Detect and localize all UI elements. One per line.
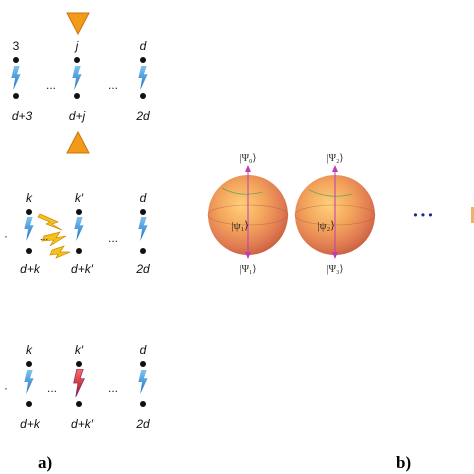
row1-bottom-label-1: d+3	[12, 109, 33, 123]
row2-ellipsis-1: ...	[40, 232, 48, 243]
row1-bottom-node-2	[74, 93, 80, 99]
row1-ellipsis-1: ...	[46, 78, 56, 92]
row1-bottom-node-3	[140, 93, 146, 99]
sphere2-center-ket: |ψ₂⟩	[317, 220, 334, 232]
partial-sphere-edge	[471, 207, 474, 223]
row3-bottom-label-3: 2d	[135, 417, 150, 431]
sphere1-center-ket: |ψ₁⟩	[231, 220, 248, 232]
row3-ellipsis-left: ·	[4, 381, 8, 395]
sphere-trajectory	[308, 189, 353, 197]
row2-top-label-3: d	[140, 191, 147, 205]
row2-ellipsis-2: ...	[108, 231, 118, 245]
row1-top-label-1: 3	[13, 39, 20, 53]
lightning-bolt-icon	[138, 370, 148, 394]
arrowhead-icon	[245, 252, 251, 259]
row3-ellipsis-1: ...	[47, 381, 57, 395]
panel-b-label: b)	[396, 453, 411, 472]
row3-group: k k′ d · ... ... d+k d+k′ 2d	[4, 343, 150, 431]
sphere-trajectory	[221, 187, 263, 195]
row2-top-node-2	[76, 209, 82, 215]
row3-top-label-3: d	[140, 343, 147, 357]
lightning-bolt-icon	[49, 245, 71, 259]
row3-bottom-node-1	[26, 401, 32, 407]
lightning-bolt-icon	[37, 213, 63, 231]
sphere1-top-ket: |Ψ₀⟩	[240, 153, 257, 164]
row3-bottom-label-1: d+k	[20, 417, 41, 431]
row2-group: k k′ d · ... ... d+k d+k′ 2d	[4, 191, 150, 276]
row2-top-label-1: k	[26, 191, 33, 205]
lightning-bolt-icon	[138, 66, 148, 90]
arrowhead-icon	[332, 165, 338, 172]
row1-group: 3 j d ... ... d+3 d+j 2d	[11, 12, 150, 154]
sphere2-top-ket: |Ψ₂⟩	[327, 153, 344, 164]
row2-bottom-label-2: d+k′	[71, 262, 94, 276]
lightning-bolt-icon	[24, 370, 34, 394]
row1-top-label-3: d	[140, 39, 147, 53]
row2-bottom-label-3: 2d	[135, 262, 150, 276]
arrowhead-icon	[245, 165, 251, 172]
row3-ellipsis-2: ...	[108, 381, 118, 395]
row2-top-node-3	[140, 209, 146, 215]
row2-bottom-node-1	[26, 248, 32, 254]
row1-top-node-3	[140, 57, 146, 63]
sphere2-bottom-ket: |Ψ₃⟩	[327, 264, 344, 275]
row3-top-label-1: k	[26, 343, 33, 357]
row2-ellipsis-left: ·	[4, 229, 8, 243]
sphere-ellipsis: • • •	[413, 208, 432, 222]
sphere1-bottom-ket: |Ψ₁⟩	[240, 264, 257, 275]
triangle-up-icon	[66, 130, 90, 154]
lightning-bolt-icon	[72, 66, 82, 90]
row2-bottom-node-2	[76, 248, 82, 254]
row3-top-label-2: k′	[75, 343, 84, 357]
bloch-sphere-2: |Ψ₂⟩ |ψ₂⟩ |Ψ₃⟩	[294, 153, 376, 275]
lightning-bolt-icon	[138, 217, 148, 241]
lightning-bolt-icon	[11, 66, 21, 90]
row3-top-node-2	[76, 361, 82, 367]
row1-top-node-2	[74, 57, 80, 63]
row1-top-node-1	[13, 57, 19, 63]
lightning-bolt-icon	[24, 217, 34, 241]
row3-top-node-3	[140, 361, 146, 367]
lightning-bolt-icon	[74, 217, 84, 241]
triangle-down-icon	[66, 12, 90, 36]
row1-bottom-label-3: 2d	[135, 109, 150, 123]
row2-top-node-1	[26, 209, 32, 215]
arrowhead-icon	[332, 252, 338, 259]
lightning-bolt-icon	[41, 231, 67, 247]
row1-bottom-label-2: d+j	[69, 109, 86, 123]
row3-top-node-1	[26, 361, 32, 367]
panel-a-label: a)	[38, 453, 52, 472]
row2-top-label-2: k′	[75, 191, 84, 205]
red-lightning-bolt-icon	[73, 369, 85, 397]
row2-bottom-label-1: d+k	[20, 262, 41, 276]
yellow-lightning-cluster	[37, 213, 71, 259]
bloch-sphere-1: |Ψ₀⟩ |ψ₁⟩ |Ψ₁⟩	[207, 153, 289, 275]
row3-bottom-label-2: d+k′	[71, 417, 94, 431]
row1-top-label-2: j	[74, 39, 79, 53]
row1-ellipsis-2: ...	[108, 78, 118, 92]
row3-bottom-node-2	[76, 401, 82, 407]
row2-bottom-node-3	[140, 248, 146, 254]
row3-bottom-node-3	[140, 401, 146, 407]
row1-bottom-node-1	[13, 93, 19, 99]
